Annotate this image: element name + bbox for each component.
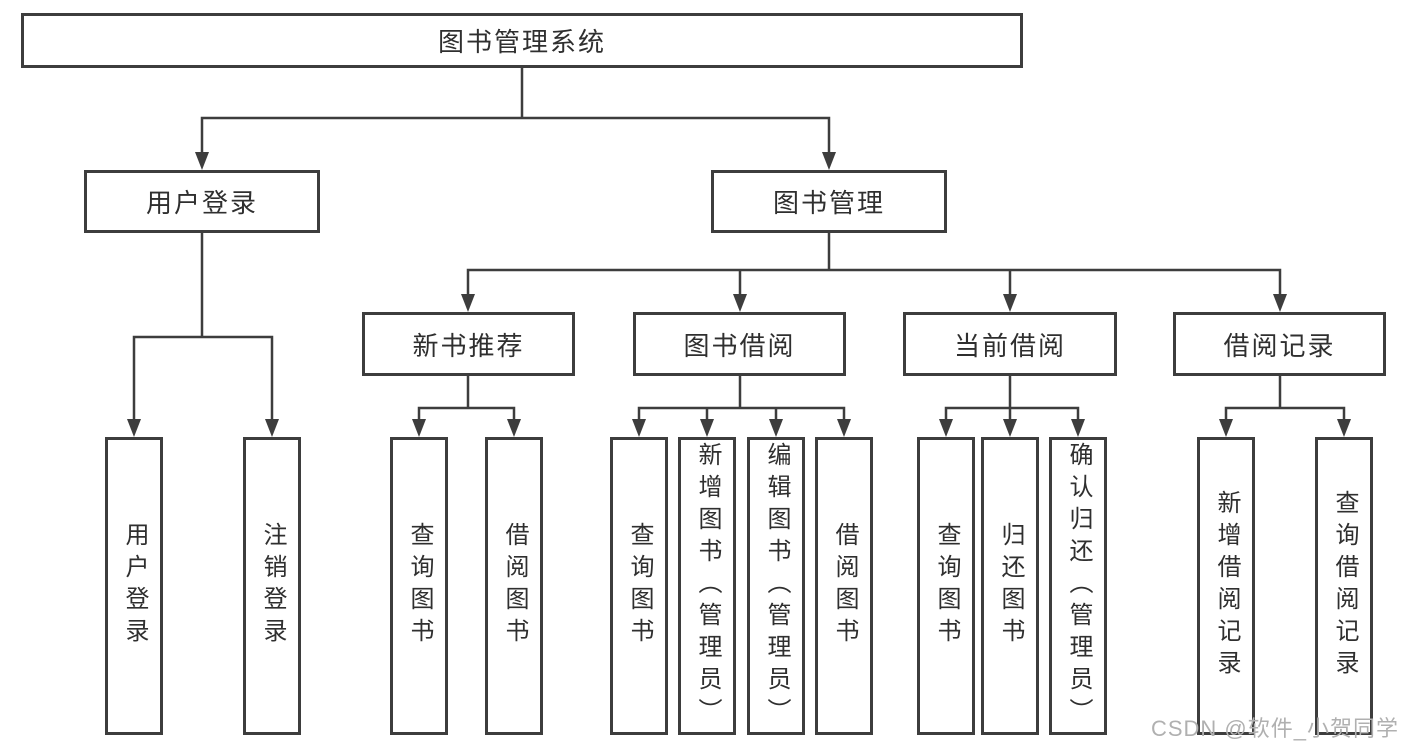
leaf-label: 查询图书 bbox=[406, 522, 433, 650]
arrowhead bbox=[461, 294, 475, 312]
node-leaf-user-login: 用户登录 bbox=[105, 437, 163, 735]
node-leaf-query-record: 查询借阅记录 bbox=[1315, 437, 1373, 735]
leaf-label: 查询图书 bbox=[626, 522, 653, 650]
leaf-label: 注销登录 bbox=[259, 522, 286, 650]
arrowhead bbox=[700, 419, 714, 437]
arrowhead bbox=[939, 419, 953, 437]
arrowhead bbox=[837, 419, 851, 437]
node-current-borrow: 当前借阅 bbox=[903, 312, 1117, 376]
node-leaf-current-query: 查询图书 bbox=[917, 437, 975, 735]
csdn-watermark: CSDN @软件_小贺同学 bbox=[1150, 716, 1399, 741]
leaf-label: 借阅图书 bbox=[501, 522, 528, 650]
arrowhead bbox=[769, 419, 783, 437]
node-leaf-newbook-borrow: 借阅图书 bbox=[485, 437, 543, 735]
arrowhead bbox=[507, 419, 521, 437]
arrowhead bbox=[1337, 419, 1351, 437]
leaf-label: 新增借阅记录 bbox=[1213, 490, 1240, 682]
node-book-borrow: 图书借阅 bbox=[633, 312, 846, 376]
node-leaf-borrow-book: 借阅图书 bbox=[815, 437, 873, 735]
node-leaf-add-book-admin: 新增图书（管理员） bbox=[678, 437, 736, 735]
arrowhead bbox=[822, 152, 836, 170]
arrowhead bbox=[1219, 419, 1233, 437]
leaf-label: 查询图书 bbox=[933, 522, 960, 650]
node-leaf-edit-book-admin: 编辑图书（管理员） bbox=[747, 437, 805, 735]
node-leaf-add-record: 新增借阅记录 bbox=[1197, 437, 1255, 735]
connector-user-login-branch bbox=[127, 231, 279, 437]
arrowhead bbox=[1273, 294, 1287, 312]
node-leaf-logout: 注销登录 bbox=[243, 437, 301, 735]
connector-book-borrow-branch bbox=[632, 374, 851, 437]
arrowhead bbox=[265, 419, 279, 437]
connector-current-borrow-branch bbox=[939, 374, 1085, 437]
leaf-label: 借阅图书 bbox=[831, 522, 858, 650]
arrowhead bbox=[195, 152, 209, 170]
node-leaf-borrow-query: 查询图书 bbox=[610, 437, 668, 735]
connector-borrow-records-branch bbox=[1219, 374, 1351, 437]
node-new-book-recommend: 新书推荐 bbox=[362, 312, 575, 376]
leaf-label: 新增图书（管理员） bbox=[694, 442, 721, 730]
node-user-login: 用户登录 bbox=[84, 170, 320, 233]
arrowhead bbox=[632, 419, 646, 437]
node-book-mgmt: 图书管理 bbox=[711, 170, 947, 233]
node-leaf-confirm-return-admin: 确认归还（管理员） bbox=[1049, 437, 1107, 735]
leaf-label: 查询借阅记录 bbox=[1331, 490, 1358, 682]
connector-new-book-branch bbox=[412, 374, 521, 437]
connector-root-to-level2 bbox=[195, 66, 836, 170]
arrowhead bbox=[127, 419, 141, 437]
arrowhead bbox=[733, 294, 747, 312]
node-root: 图书管理系统 bbox=[21, 13, 1023, 68]
node-borrow-records: 借阅记录 bbox=[1173, 312, 1386, 376]
connector-book-mgmt-branch bbox=[461, 231, 1287, 312]
node-leaf-newbook-query: 查询图书 bbox=[390, 437, 448, 735]
arrowhead bbox=[1003, 294, 1017, 312]
arrowhead bbox=[1003, 419, 1017, 437]
leaf-label: 归还图书 bbox=[997, 522, 1024, 650]
arrowhead bbox=[1071, 419, 1085, 437]
leaf-label: 编辑图书（管理员） bbox=[763, 442, 790, 730]
leaf-label: 用户登录 bbox=[121, 522, 148, 650]
arrowhead bbox=[412, 419, 426, 437]
node-leaf-return-book: 归还图书 bbox=[981, 437, 1039, 735]
leaf-label: 确认归还（管理员） bbox=[1065, 442, 1092, 730]
